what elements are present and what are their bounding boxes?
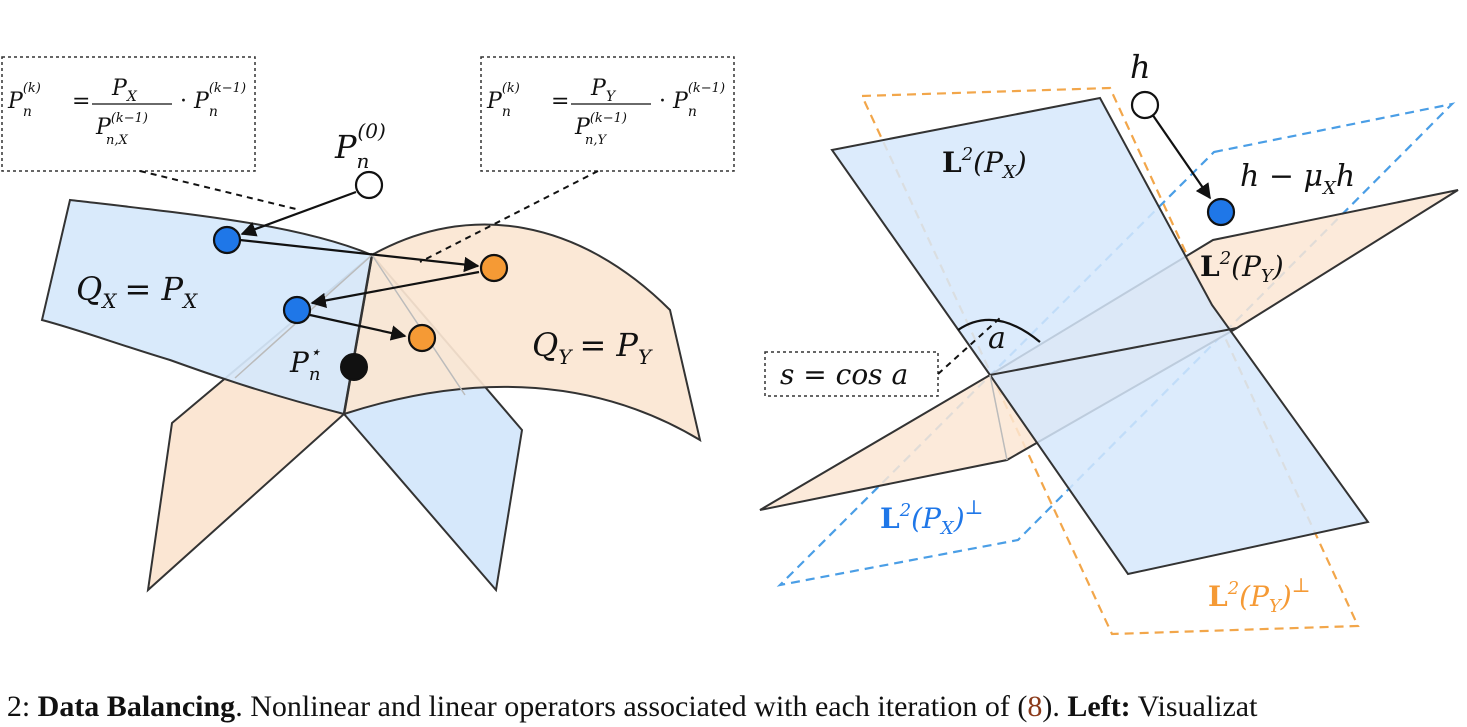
caption-title: Data Balancing — [37, 690, 236, 723]
qy-surface — [342, 223, 702, 443]
h-label: h — [1130, 48, 1151, 86]
svg-text:PY: PY — [590, 76, 617, 105]
arrow-2-to-3 — [310, 270, 480, 309]
svg-text:·: · — [659, 89, 666, 114]
l2py-perp-plane — [860, 86, 1360, 636]
formula-x: Pn(k) = PX P(k−1)n,X · Pn(k−1) — [7, 76, 246, 148]
blue-point-2 — [282, 295, 312, 325]
h-point — [1130, 90, 1160, 120]
svg-text:=: = — [551, 89, 569, 114]
left-panel: Pn(k) = PX P(k−1)n,X · Pn(k−1) Pn(k) = P… — [1, 56, 735, 593]
l2py-perp-label: L2(PY)⊥ — [1208, 573, 1311, 617]
svg-text:=: = — [72, 89, 90, 114]
svg-text:PX: PX — [111, 76, 138, 105]
svg-text:P(k−1)n,Y: P(k−1)n,Y — [574, 111, 627, 148]
init-point — [354, 170, 384, 200]
caption-text-a: . Nonlinear and linear operators associa… — [235, 690, 1028, 723]
caption-left-label: Left: — [1067, 690, 1131, 723]
svg-text:Pn(k−1): Pn(k−1) — [672, 81, 725, 120]
cos-label: s = cos a — [780, 358, 908, 391]
right-panel: a s = cos a h h − μXh L2(PX) L2(PY) L2(P… — [759, 48, 1459, 636]
svg-text:Pn(k): Pn(k) — [7, 81, 41, 120]
l2py-label: L2(PY) — [1200, 248, 1284, 287]
formula-y: Pn(k) = PY P(k−1)n,Y · Pn(k−1) — [486, 76, 725, 148]
caption-text-b: ). — [1042, 690, 1068, 723]
hidden-edge — [989, 374, 1008, 461]
cos-box — [764, 351, 939, 397]
arrow-init-to-1 — [240, 190, 357, 237]
caption-prefix: e 2: — [0, 690, 31, 723]
svg-text:P(k−1)n,X: P(k−1)n,X — [95, 111, 148, 148]
qx-surface — [40, 198, 374, 416]
h-proj-point — [1206, 197, 1236, 227]
blue-point-1 — [212, 225, 242, 255]
svg-text:Pn(k−1): Pn(k−1) — [193, 81, 246, 120]
arrow-1-to-2 — [239, 238, 480, 273]
caption-ref-link[interactable]: 8 — [1027, 690, 1043, 723]
figure-caption: e 2: Data Balancing. Nonlinear and linea… — [0, 690, 1467, 724]
leader-x — [139, 170, 301, 211]
formula-box-y — [480, 56, 735, 172]
qy-label: QY= PY — [532, 326, 653, 369]
formula-box-x — [1, 56, 256, 172]
svg-text:·: · — [180, 89, 187, 114]
caption-text-c: Visualizat — [1130, 690, 1258, 723]
star-point — [340, 353, 368, 381]
surface-seam — [342, 254, 374, 415]
l2px-perp-label: L2(PX)⊥ — [880, 495, 983, 539]
svg-text:Pn(k): Pn(k) — [486, 81, 520, 120]
leader-y — [419, 170, 599, 263]
angle-label: a — [988, 321, 1006, 356]
arrow-3-to-4 — [309, 313, 407, 341]
l2px-label: L2(PX) — [942, 144, 1027, 183]
init-label: Pn(0) — [334, 119, 386, 173]
l2px-perp-plane — [776, 102, 1456, 587]
qx-label: QX= PX — [76, 270, 198, 313]
orange-point-1 — [479, 253, 509, 283]
star-label: Pn⋆ — [289, 342, 321, 385]
cos-leader — [937, 317, 1001, 375]
orange-point-2 — [407, 323, 437, 353]
h-projection-arrow — [1151, 113, 1211, 200]
intersection-line — [989, 327, 1238, 376]
h-proj-label: h − μXh — [1240, 159, 1355, 199]
